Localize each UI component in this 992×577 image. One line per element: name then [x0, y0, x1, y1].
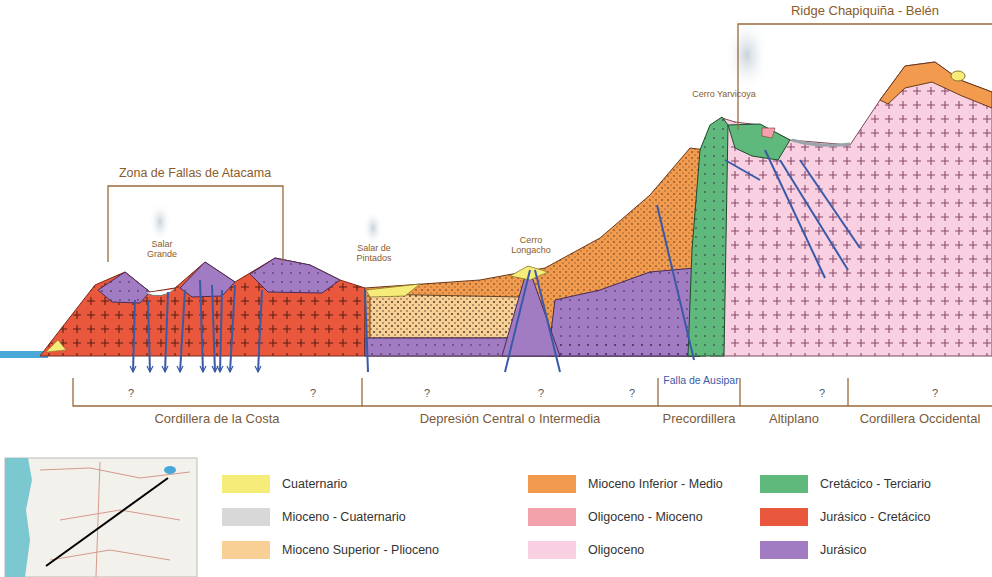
- unknown-mark: ?: [819, 387, 825, 399]
- unknown-mark: ?: [128, 387, 134, 399]
- legend-swatch: [222, 541, 270, 559]
- legend-item: Jurásico: [760, 541, 867, 559]
- region-name: Cordillera Occidental: [860, 412, 981, 426]
- place-label: Falla de Ausipar: [663, 375, 738, 387]
- legend-swatch: [760, 508, 808, 526]
- legend-swatch: [760, 475, 808, 493]
- legend-text: Mioceno Inferior - Medio: [588, 477, 723, 491]
- legend-item: Mioceno Inferior - Medio: [528, 475, 723, 493]
- unknown-mark: ?: [424, 387, 430, 399]
- region-name: Cordillera de la Costa: [154, 412, 279, 426]
- legend-item: Oligoceno - Mioceno: [528, 508, 703, 526]
- place-label: Cerro Yarvicoya: [692, 90, 756, 100]
- legend-item: Mioceno Superior - Plioceno: [222, 541, 439, 559]
- place-label: Ridge Chapiquiña - Belén: [791, 4, 939, 18]
- legend-text: Jurásico: [820, 543, 867, 557]
- unknown-mark: ?: [629, 387, 635, 399]
- legend-swatch: [760, 541, 808, 559]
- legend-item: Mioceno - Cuaternario: [222, 508, 406, 526]
- legend-swatch: [222, 475, 270, 493]
- region-name: Precordillera: [663, 412, 736, 426]
- unknown-mark: ?: [310, 387, 316, 399]
- legend-swatch: [222, 508, 270, 526]
- legend-text: Mioceno Superior - Plioceno: [282, 543, 439, 557]
- place-label: Zona de Fallas de Atacama: [119, 167, 271, 181]
- legend-swatch: [528, 475, 576, 493]
- legend-item: Cretácico - Terciario: [760, 475, 931, 493]
- legend-text: Cretácico - Terciario: [820, 477, 931, 491]
- legend-text: Jurásico - Cretácico: [820, 510, 930, 524]
- place-label: Cerro Longacho: [501, 236, 561, 256]
- legend-text: Mioceno - Cuaternario: [282, 510, 406, 524]
- legend-item: Oligoceno: [528, 541, 644, 559]
- legend-swatch: [528, 541, 576, 559]
- legend-text: Oligoceno: [588, 543, 644, 557]
- region-name: Depresión Central o Intermedia: [420, 412, 601, 426]
- legend-text: Oligoceno - Mioceno: [588, 510, 703, 524]
- unknown-mark: ?: [932, 387, 938, 399]
- legend-item: Jurásico - Cretácico: [760, 508, 930, 526]
- region-name: Altiplano: [769, 412, 819, 426]
- place-label: Salar de Pintados: [344, 244, 404, 264]
- legend-text: Cuaternario: [282, 477, 347, 491]
- legend-item: Cuaternario: [222, 475, 347, 493]
- unknown-mark: ?: [538, 387, 544, 399]
- legend-swatch: [528, 508, 576, 526]
- place-label: Salar Grande: [137, 240, 187, 260]
